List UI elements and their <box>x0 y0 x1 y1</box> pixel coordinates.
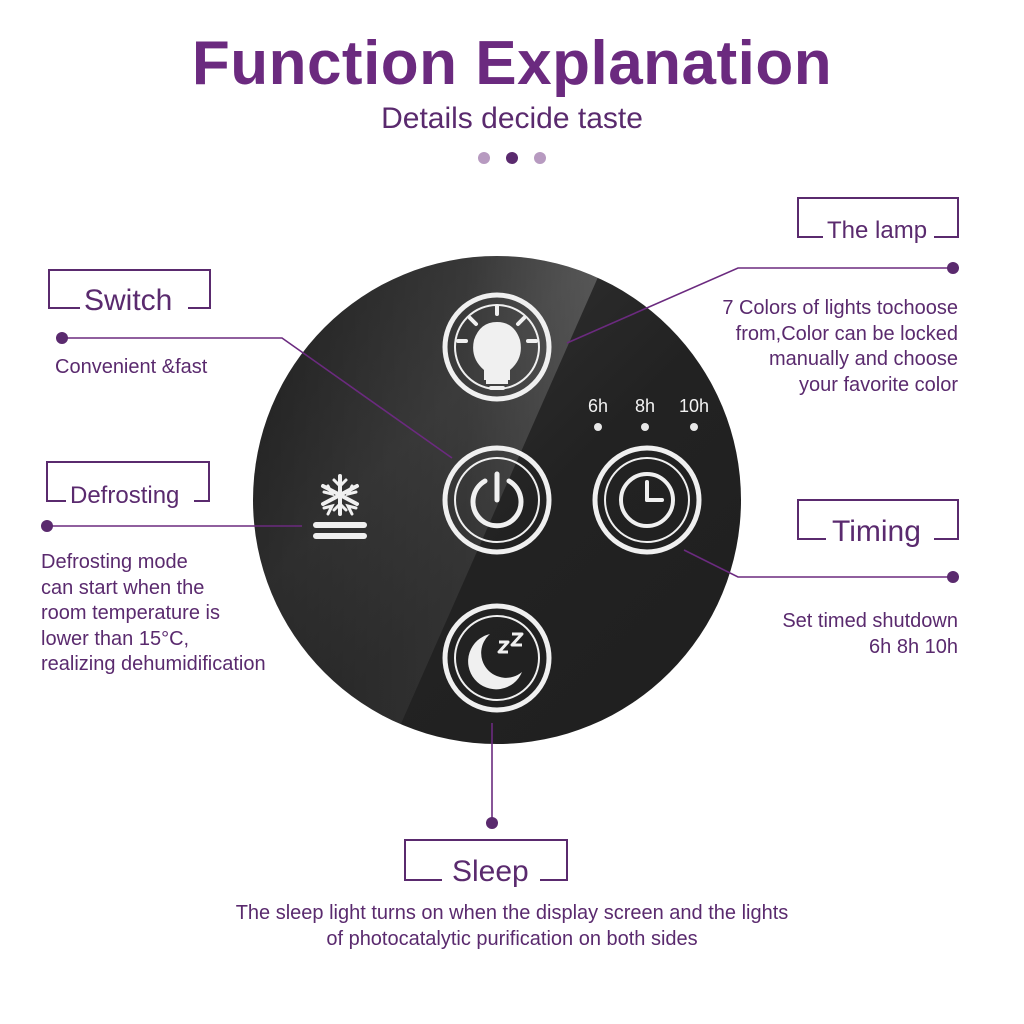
timing-label: Timing <box>832 515 921 548</box>
power-button[interactable] <box>442 445 552 555</box>
desc-line: manually and choose <box>768 348 958 370</box>
dot <box>506 152 518 164</box>
lamp-button[interactable] <box>442 292 552 402</box>
moon-zzz-icon <box>468 632 524 690</box>
desc-line: of photocatalytic purification on both s… <box>326 927 698 950</box>
page-subtitle: Details decide taste <box>381 102 643 135</box>
lamp-leader <box>566 267 953 344</box>
timer-indicator-dot <box>690 423 698 431</box>
timer-options: 6h 8h 10h <box>580 396 720 436</box>
timing-description: Set timed shutdown 6h 8h 10h <box>700 609 958 660</box>
defrost-label-frame <box>46 461 210 502</box>
decorative-dots <box>478 152 548 166</box>
switch-description: Convenient &fast <box>55 356 208 378</box>
timing-leader <box>683 549 953 578</box>
dot <box>478 152 490 164</box>
timer-button[interactable] <box>592 445 702 555</box>
timer-option-label: 10h <box>678 396 710 416</box>
switch-label: Switch <box>84 284 173 317</box>
desc-line: realizing dehumidification <box>41 653 266 675</box>
defrosting-label: Defrosting <box>70 482 180 509</box>
switch-label-frame <box>48 269 211 309</box>
lamp-description: 7 Colors of lights tochoose from,Color c… <box>640 296 958 398</box>
timing-label-frame <box>797 499 959 540</box>
desc-line: your favorite color <box>799 373 958 396</box>
defrosting-description: Defrosting mode can start when the room … <box>41 550 321 678</box>
switch-leader <box>62 337 453 459</box>
lamp-label: The lamp <box>827 217 928 244</box>
sleep-description: The sleep light turns on when the displa… <box>150 901 874 952</box>
sleep-button[interactable] <box>442 603 552 713</box>
label-frames <box>46 197 959 881</box>
clock-icon <box>619 472 675 528</box>
desc-line: from,Color can be locked <box>735 322 958 345</box>
timer-option-10h[interactable]: 10h <box>674 396 714 431</box>
page-title: Function Explanation <box>191 29 833 98</box>
desc-line: 6h 8h 10h <box>869 635 958 658</box>
timer-option-label: 6h <box>587 396 609 416</box>
leader-lines <box>47 267 953 822</box>
sleep-label: Sleep <box>452 855 529 888</box>
power-icon <box>470 471 524 529</box>
desc-line: lower than 15°C, <box>41 627 190 650</box>
timer-indicator-dot <box>641 423 649 431</box>
desc-line: 7 Colors of lights tochoose <box>722 297 958 319</box>
timer-indicator-dot <box>594 423 602 431</box>
timer-option-8h[interactable]: 8h <box>625 396 665 431</box>
sleep-label-frame <box>404 839 568 881</box>
desc-line: Defrosting mode <box>41 551 188 573</box>
leader-endpoints <box>41 262 959 829</box>
timer-option-6h[interactable]: 6h <box>578 396 618 431</box>
desc-line: can start when the <box>41 576 205 599</box>
bulb-icon <box>456 304 538 390</box>
dot <box>534 152 546 164</box>
timer-option-label: 8h <box>634 396 656 416</box>
lamp-label-frame <box>797 197 959 238</box>
snowflake-icon[interactable] <box>313 474 367 539</box>
desc-line: room temperature is <box>41 602 220 624</box>
desc-line: The sleep light turns on when the displa… <box>235 902 789 924</box>
desc-line: Set timed shutdown <box>782 610 958 632</box>
